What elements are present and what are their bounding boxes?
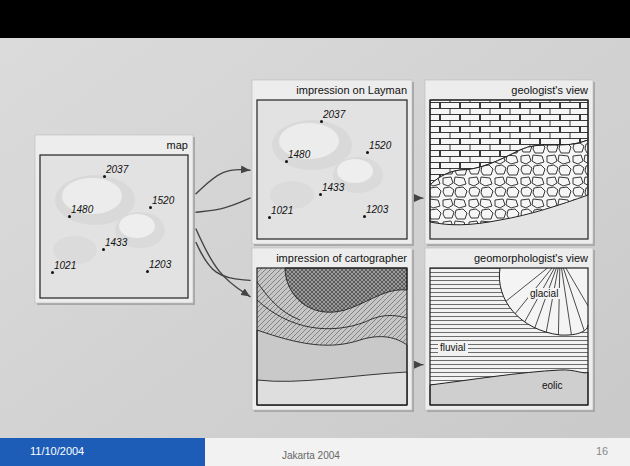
page-number: 16 bbox=[596, 445, 608, 457]
geologist-panel: geologist's view bbox=[425, 80, 593, 244]
spot-height: 1203 bbox=[366, 204, 388, 215]
footer-blue-box bbox=[0, 438, 205, 466]
spot-height-dot bbox=[320, 120, 323, 123]
top-bar bbox=[0, 0, 630, 38]
connector-arrow bbox=[415, 364, 423, 365]
spot-height-dot bbox=[146, 270, 149, 273]
spot-height-dot bbox=[51, 271, 54, 274]
connector-arrow bbox=[415, 197, 423, 198]
relief-map-layman bbox=[257, 100, 407, 239]
footer-date: 11/10/2004 bbox=[30, 445, 84, 457]
relief-map bbox=[40, 155, 188, 298]
zone-label: fluvial bbox=[438, 342, 468, 353]
spot-height: 1433 bbox=[322, 182, 344, 193]
spot-height-dot bbox=[102, 248, 105, 251]
spot-height: 1021 bbox=[271, 205, 293, 216]
panel-title: geomorphologist's view bbox=[474, 252, 588, 264]
zone-label: glacial bbox=[528, 288, 560, 299]
spot-height-dot bbox=[68, 215, 71, 218]
zone-label: eolic bbox=[540, 380, 565, 391]
cartographer-panel: impression of cartographer bbox=[252, 248, 412, 410]
spot-height: 1203 bbox=[149, 259, 171, 270]
geomorphologist-panel: geomorphologist's view glacial fluvial eoli… bbox=[425, 248, 593, 410]
spot-height: 1520 bbox=[152, 195, 174, 206]
spot-height: 2037 bbox=[106, 164, 128, 175]
footer-event: Jakarta 2004 bbox=[282, 450, 340, 461]
spot-height: 1520 bbox=[369, 140, 391, 151]
spot-height: 1480 bbox=[71, 204, 93, 215]
connector-arrow bbox=[196, 170, 250, 194]
map-panel: map 2037 1480 1520 1433 1021 1203 bbox=[35, 135, 193, 303]
spot-height: 1433 bbox=[105, 237, 127, 248]
panel-title: impression of cartographer bbox=[276, 252, 407, 264]
spot-height: 1480 bbox=[288, 149, 310, 160]
panel-title: map bbox=[167, 139, 188, 151]
spot-height-dot bbox=[319, 193, 322, 196]
spot-height-dot bbox=[149, 206, 152, 209]
connector-arrow bbox=[196, 198, 250, 212]
spot-height-dot bbox=[363, 215, 366, 218]
footer-bar bbox=[0, 438, 630, 466]
contour-map bbox=[257, 268, 407, 405]
spot-height-dot bbox=[366, 151, 369, 154]
spot-height: 1021 bbox=[54, 260, 76, 271]
panel-title: geologist's view bbox=[511, 84, 588, 96]
panel-title: impression on Layman bbox=[296, 84, 407, 96]
geomorphology-map bbox=[430, 258, 605, 405]
layman-panel: impression on Layman 2037 1480 1520 1433 1021… bbox=[252, 80, 412, 244]
geology-map bbox=[430, 100, 588, 239]
spot-height-dot bbox=[103, 175, 106, 178]
spot-height-dot bbox=[285, 160, 288, 163]
spot-height: 2037 bbox=[323, 109, 345, 120]
connector-arrow bbox=[196, 229, 250, 297]
connector-arrow bbox=[196, 243, 250, 281]
paper-cards bbox=[35, 80, 595, 412]
spot-height-dot bbox=[268, 216, 271, 219]
